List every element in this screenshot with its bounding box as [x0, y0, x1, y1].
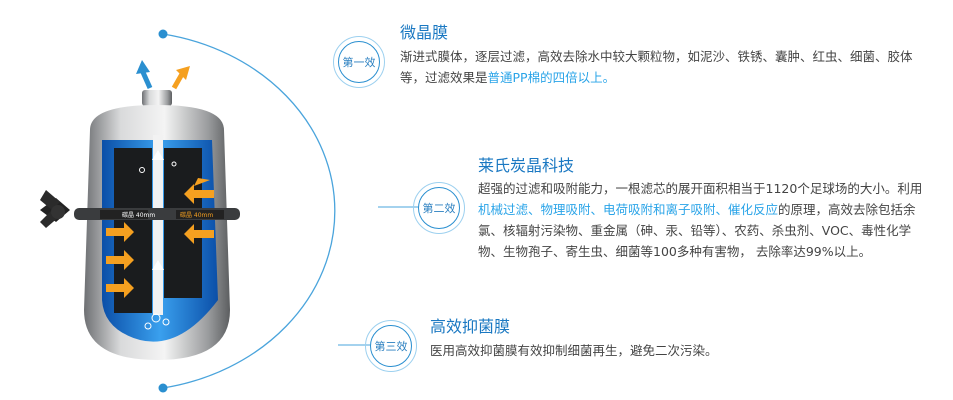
arc-dot-top	[158, 29, 168, 39]
stage-3-title: 高效抑菌膜	[430, 317, 511, 336]
band-label-left: 碳晶 40mm	[122, 211, 155, 219]
stage-2-title: 莱氏炭晶科技	[478, 156, 575, 175]
arc-dot-bottom	[158, 383, 168, 393]
band-label-right: 碳晶 40mm	[180, 211, 213, 219]
stage-3-description: 医用高效抑菌膜有效抑制细菌再生，避免二次污染。	[430, 343, 718, 358]
stage-3-badge: 第三效	[365, 320, 417, 372]
stage-1-badge: 第一效	[333, 36, 385, 88]
filter-product-illustration: 碳晶 40mm 碳晶 40mm	[40, 60, 240, 360]
stage-1-title: 微晶膜	[400, 23, 449, 42]
stage-2-badge: 第二效	[413, 182, 465, 234]
stage-2-description: 超强的过滤和吸附能力，一根滤芯的展开面积相当于1120个足球场的大小。利用机械过…	[478, 181, 923, 259]
stage-1-description: 渐进式膜体，逐层过滤，高效去除水中较大颗粒物，如泥沙、铁锈、囊肿、红虫、细菌、胶…	[400, 49, 913, 85]
